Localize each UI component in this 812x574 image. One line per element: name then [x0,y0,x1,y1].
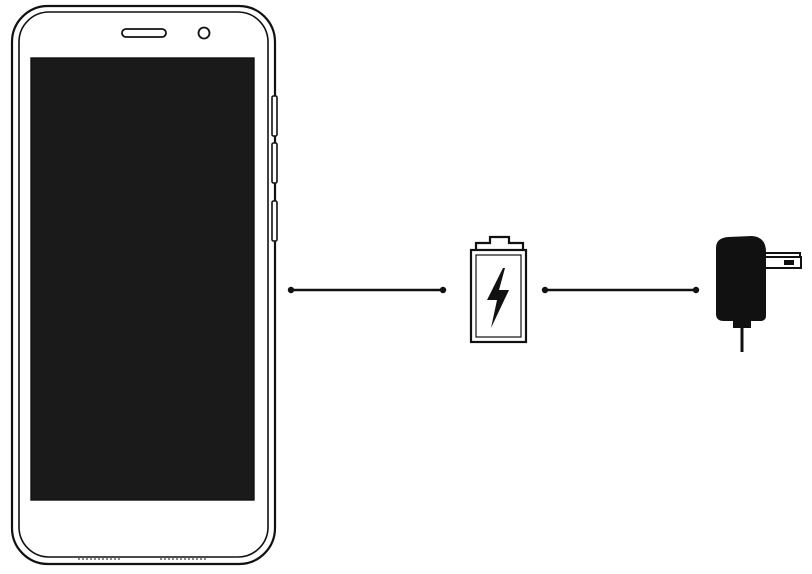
charger-prong-tip [784,260,794,265]
battery-terminal [474,235,525,249]
phone-side-button-power [271,95,278,137]
connector-phone-battery [287,286,447,294]
wall-charger-icon [716,236,802,352]
battery-inner [475,254,522,338]
connector-battery-charger [541,286,700,294]
charger-body [716,236,766,321]
charger-base [733,320,751,328]
phone-speaker-icon [121,28,167,38]
smartphone-icon [10,4,278,566]
battery-charging-icon [469,235,528,344]
phone-side-button-volume-down [271,200,278,242]
phone-side-button-volume-up [271,142,278,184]
phone-camera-icon [197,26,211,40]
charger-prong-bottom [763,256,802,269]
phone-screen [30,57,255,501]
lightning-bolt-icon [487,268,509,328]
